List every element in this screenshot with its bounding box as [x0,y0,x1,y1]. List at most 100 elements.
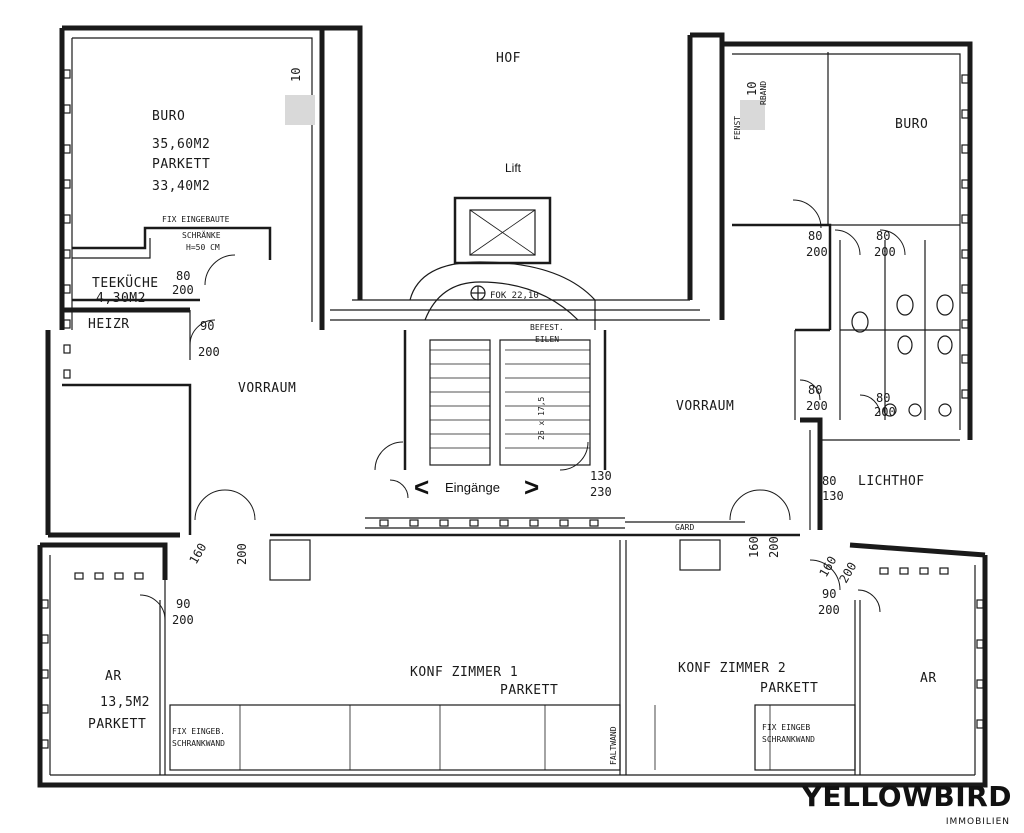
label-rband: RBAND [759,81,768,105]
window-mark [976,639,984,649]
dim-160-right2-h: 200 [836,560,859,586]
window-mark [134,572,144,580]
dim-10-right: 10 [745,82,759,96]
dim-right-c-h: 200 [806,399,828,413]
label-ar-left: AR [105,669,122,684]
dim-10-left: 10 [289,68,303,82]
label-faltwand: FALTWAND [609,726,618,765]
stair-core [403,196,607,470]
label-buro-right: BURO [895,117,928,132]
window-mark [379,519,389,527]
window-mark [94,572,104,580]
window-mark [879,567,889,575]
label-fok: FOK 22,10 [490,291,539,301]
window-mark [63,214,71,224]
label-teekueche-area: 4,30M2 [96,291,146,306]
window-mark [63,69,71,79]
label-ar-left-floor: PARKETT [88,717,146,732]
window-mark [74,572,84,580]
dim-ar-left-h: 200 [172,613,194,627]
window-mark [919,567,929,575]
window-mark [939,567,949,575]
dim-ar-right-w: 90 [822,587,836,601]
window-mark [469,519,479,527]
label-vorraum-right: VORRAUM [676,399,734,414]
dim-right-b-h: 200 [874,245,896,259]
dim-ar-left-w: 90 [176,597,190,611]
window-mark [976,679,984,689]
label-fix-einbau-3: H=50 CM [186,243,220,252]
window-mark [114,572,124,580]
label-hof: HOF [496,51,521,66]
window-mark [961,354,969,364]
label-gard: GARD [675,523,694,532]
label-ar-right: AR [920,671,937,686]
brand-sub: IMMOBILIEN [945,817,1010,827]
window-mark [63,344,71,354]
outer-walls [37,25,988,788]
label-eingaenge: Eingänge [445,480,500,495]
label-fix-einbau-1: FIX EINGEBAUTE [162,215,230,224]
label-ar-left-area: 13,5M2 [100,695,150,710]
window-mark [559,519,569,527]
dim-160-right-w: 160 [747,536,761,558]
label-fix-eingeb-right-2: SCHRANKWAND [762,735,815,744]
window-mark [976,599,984,609]
label-eilen: EILEN [535,335,559,344]
window-mark [41,704,49,714]
label-stairs: 26 x 17,5 [537,396,546,440]
window-mark [961,284,969,294]
window-marks [41,69,984,749]
dim-160-left-w: 160 [186,541,209,567]
window-mark [961,389,969,399]
label-fix-eingeb-left-2: SCHRANKWAND [172,739,225,748]
dim-entry-h: 230 [590,485,612,499]
entrance-arrow-right-icon: > [524,472,539,502]
window-mark [961,179,969,189]
label-heizr: HEIZR [88,317,130,332]
label-fix-eingeb-left-1: FIX EINGEB. [172,727,225,736]
label-fenst: FENST [733,116,742,140]
window-mark [499,519,509,527]
window-mark [63,179,71,189]
window-mark [409,519,419,527]
dim-heizr-w: 90 [200,319,214,333]
door-swings [139,199,906,621]
label-fix-eingeb-right-1: FIX EINGEB [762,723,810,732]
dim-licht-h: 130 [822,489,844,503]
window-mark [63,249,71,259]
dimension-labels: 80 200 90 200 80 200 80 200 80 200 80 20… [172,68,896,627]
brand-logo: YELLOWBIRD [802,780,1012,813]
dim-right-a-w: 80 [808,229,822,243]
window-mark [63,104,71,114]
label-lift: Lift [505,161,522,175]
dim-entry-w: 130 [590,469,612,483]
label-konf1-floor: PARKETT [500,683,558,698]
window-mark [63,144,71,154]
label-konf1: KONF ZIMMER 1 [410,665,518,680]
entrance-arrow-left-icon: < [414,472,429,502]
fixtures [169,95,954,771]
dim-heizr-h: 200 [198,345,220,359]
window-mark [41,739,49,749]
label-buro-left-area: 35,60M2 [152,137,210,152]
label-konf2: KONF ZIMMER 2 [678,661,786,676]
entrance-marker: < Eingänge > [414,472,539,502]
dim-160-right-h: 200 [767,536,781,558]
dim-tee-w: 80 [176,269,190,283]
label-vorraum-left: VORRAUM [238,381,296,396]
window-mark [899,567,909,575]
window-mark [961,109,969,119]
window-mark [961,214,969,224]
window-mark [63,319,71,329]
room-labels: HOF Lift FOK 22,10 BURO 35,60M2 PARKETT … [88,51,937,765]
window-mark [41,599,49,609]
label-konf2-floor: PARKETT [760,681,818,696]
label-buro-left: BURO [152,109,185,124]
dim-right-a-h: 200 [806,245,828,259]
window-mark [961,144,969,154]
label-teekueche: TEEKÜCHE [92,274,159,291]
dim-right-b-w: 80 [876,229,890,243]
label-fix-einbau-2: SCHRÄNKE [182,230,221,240]
